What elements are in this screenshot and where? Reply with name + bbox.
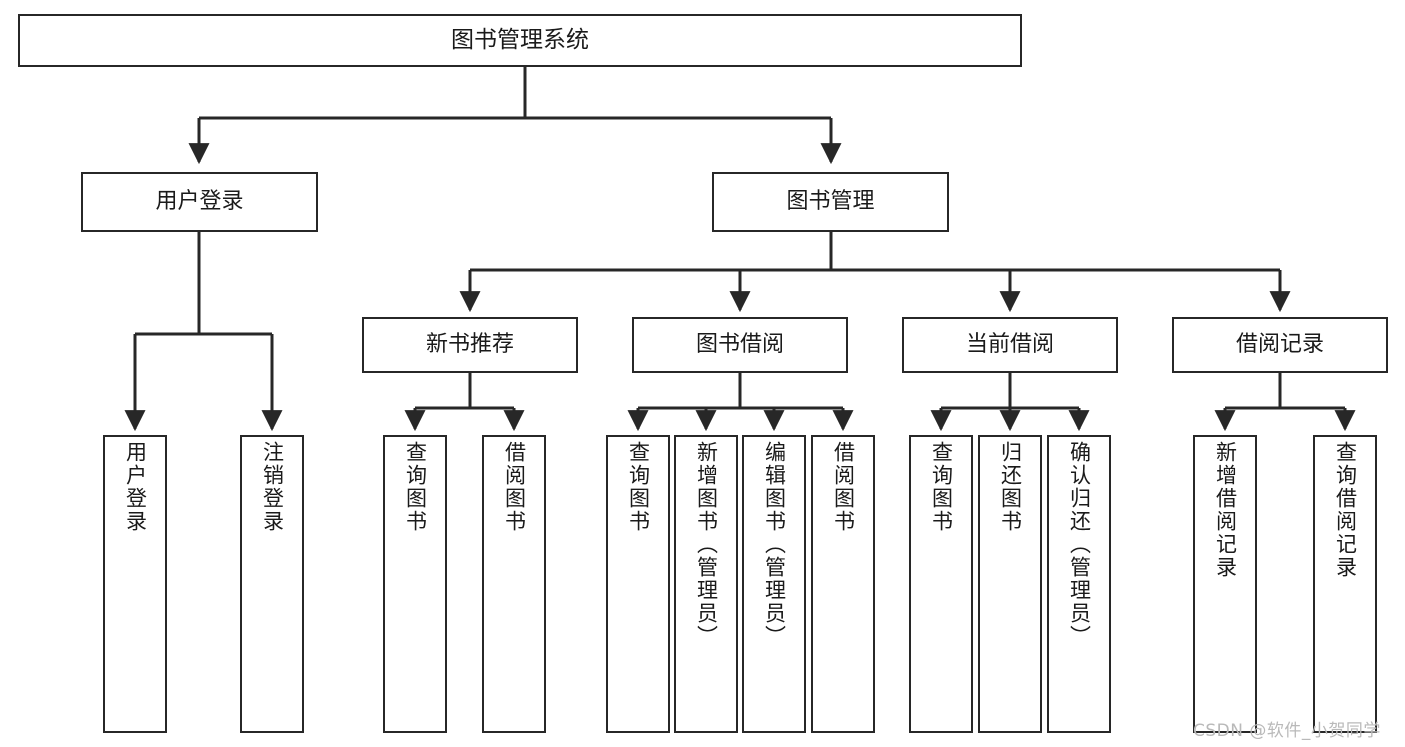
node-leaf-borrow-book-1[interactable]: 借阅图书 [482, 435, 546, 733]
node-leaf-edit-book-label: 编辑图书（管理员） [762, 441, 787, 648]
node-leaf-user-login-label: 用户登录 [123, 441, 148, 533]
node-leaf-user-logout-label: 注销登录 [260, 441, 285, 533]
node-book-management-label: 图书管理 [786, 189, 875, 215]
node-leaf-return-book-label: 归还图书 [998, 441, 1023, 533]
node-leaf-add-book-label: 新增图书（管理员） [694, 441, 719, 648]
node-leaf-confirm-return[interactable]: 确认归还（管理员） [1047, 435, 1111, 733]
node-leaf-return-book[interactable]: 归还图书 [978, 435, 1042, 733]
node-root-label: 图书管理系统 [451, 26, 589, 53]
node-leaf-query-record-label: 查询借阅记录 [1333, 441, 1358, 579]
node-current-borrow[interactable]: 当前借阅 [902, 317, 1118, 373]
node-leaf-query-book-3-label: 查询图书 [929, 441, 954, 533]
node-new-book-recommend-label: 新书推荐 [425, 332, 514, 358]
node-book-management[interactable]: 图书管理 [712, 172, 949, 232]
node-book-borrow[interactable]: 图书借阅 [632, 317, 848, 373]
node-book-borrow-label: 图书借阅 [695, 332, 784, 358]
node-leaf-add-record[interactable]: 新增借阅记录 [1193, 435, 1257, 733]
node-leaf-add-book[interactable]: 新增图书（管理员） [674, 435, 738, 733]
node-current-borrow-label: 当前借阅 [965, 332, 1054, 358]
node-leaf-query-book-1[interactable]: 查询图书 [383, 435, 447, 733]
node-leaf-user-login[interactable]: 用户登录 [103, 435, 167, 733]
node-leaf-borrow-book-2[interactable]: 借阅图书 [811, 435, 875, 733]
node-leaf-query-book-3[interactable]: 查询图书 [909, 435, 973, 733]
node-borrow-record[interactable]: 借阅记录 [1172, 317, 1388, 373]
node-leaf-user-logout[interactable]: 注销登录 [240, 435, 304, 733]
node-leaf-edit-book[interactable]: 编辑图书（管理员） [742, 435, 806, 733]
node-leaf-borrow-book-2-label: 借阅图书 [831, 441, 856, 533]
node-leaf-query-book-1-label: 查询图书 [403, 441, 428, 533]
node-leaf-query-book-2-label: 查询图书 [626, 441, 651, 533]
node-new-book-recommend[interactable]: 新书推荐 [362, 317, 578, 373]
node-leaf-add-record-label: 新增借阅记录 [1213, 441, 1238, 579]
node-user-login-label: 用户登录 [155, 189, 244, 215]
node-leaf-query-book-2[interactable]: 查询图书 [606, 435, 670, 733]
node-user-login[interactable]: 用户登录 [81, 172, 318, 232]
node-borrow-record-label: 借阅记录 [1235, 332, 1324, 358]
node-root[interactable]: 图书管理系统 [18, 14, 1022, 67]
node-leaf-confirm-return-label: 确认归还（管理员） [1067, 441, 1092, 648]
watermark: CSDN @软件_小贺同学 [1193, 721, 1381, 741]
node-leaf-query-record[interactable]: 查询借阅记录 [1313, 435, 1377, 733]
node-leaf-borrow-book-1-label: 借阅图书 [502, 441, 527, 533]
